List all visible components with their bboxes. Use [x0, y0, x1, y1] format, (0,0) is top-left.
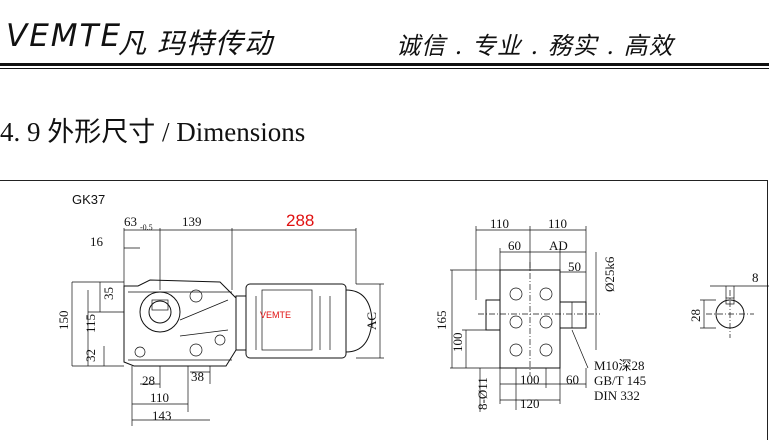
adapter-flange	[235, 295, 247, 351]
brand-chinese-name: 凡 玛特传动	[118, 27, 273, 60]
output-bore-outer	[139, 291, 181, 333]
dim-110-a: 110	[490, 216, 509, 231]
dim-16: 16	[90, 234, 104, 249]
dim-ad: AD	[549, 238, 568, 253]
section-title: 4. 9 外形尺寸 / Dimensions	[0, 117, 306, 147]
header-rule-thin	[0, 68, 769, 69]
dim-115: 115	[83, 314, 98, 333]
motor-body	[245, 283, 347, 359]
front-ext-left	[450, 269, 500, 412]
bolt-hole	[214, 334, 226, 346]
front-view: 110 110 60 AD 50 Ø25k6 165 100 8-Ø11 100…	[434, 216, 646, 412]
dim-ac: AC	[364, 312, 379, 330]
dim-lines-bottom	[131, 366, 211, 426]
flange-hole	[539, 315, 553, 329]
bolt-hole	[189, 343, 203, 357]
side-view: VEMTE 63 -0.5 139 288 16 150 115 35 32 A…	[56, 211, 384, 426]
output-shaft	[559, 301, 587, 329]
note-din: DIN 332	[594, 388, 640, 403]
dim-100-h: 100	[520, 372, 540, 387]
flange-hole	[539, 343, 553, 357]
dim-143: 143	[152, 408, 172, 423]
key-dim-28	[700, 299, 716, 329]
dim-165: 165	[434, 311, 449, 331]
front-boss	[485, 299, 501, 331]
dim-lines-vertical	[71, 282, 105, 366]
drawing-frame	[0, 180, 768, 440]
bolt-hole	[189, 289, 203, 303]
slogan: 诚信 . 专业 . 務实 . 高效	[396, 32, 674, 60]
dim-32: 32	[83, 349, 98, 362]
front-dim-left	[451, 270, 467, 368]
flange-hole	[539, 287, 553, 301]
note-gb: GB/T 145	[594, 373, 646, 388]
dim-50: 50	[568, 259, 581, 274]
note-leader	[571, 329, 589, 369]
keyway	[151, 299, 169, 311]
shaft-key-detail: 8 28	[688, 270, 769, 338]
flange-hole	[509, 287, 523, 301]
output-bore-inner	[148, 300, 172, 324]
dim-38: 38	[191, 369, 204, 384]
key-center-lines	[706, 290, 754, 338]
extension-lines-left	[72, 281, 124, 367]
dim-63: 63	[124, 214, 137, 229]
dim-288: 288	[286, 211, 314, 230]
dim-28: 28	[142, 373, 155, 388]
watermark: VEMTE	[260, 310, 291, 320]
dim-60: 60	[508, 238, 521, 253]
brand-logo: VEMTE	[6, 18, 123, 54]
key-dim-8	[710, 285, 769, 298]
terminal-box	[261, 289, 313, 351]
front-dim-top	[476, 229, 586, 273]
extension-lines	[123, 228, 357, 290]
center-lines	[478, 262, 600, 376]
dim-110-b: 110	[548, 216, 567, 231]
dim-139: 139	[182, 214, 202, 229]
dim-8: 8	[752, 270, 759, 285]
dim-60-b: 60	[566, 372, 579, 387]
dim-ac-lines	[356, 283, 384, 359]
bolt-hole	[134, 346, 146, 358]
dim-35: 35	[101, 287, 116, 300]
dim-holes: 8-Ø11	[475, 377, 490, 410]
dim-line-top	[124, 229, 232, 249]
motor-fins	[255, 296, 331, 350]
header-rule-thick	[0, 63, 769, 66]
note-thread: M10深28	[594, 358, 645, 373]
front-ext-top	[475, 226, 587, 302]
housing-ribs	[179, 299, 229, 337]
front-dim-bottom	[500, 383, 586, 401]
front-ext-bottom	[499, 368, 587, 410]
dim-tolerance: -0.5	[140, 223, 153, 232]
model-label: GK37	[72, 192, 105, 207]
header: VEMTE 凡 玛特传动 诚信 . 专业 . 務实 . 高效	[0, 0, 769, 64]
dim-shaft: Ø25k6	[602, 256, 617, 292]
flange-hole	[509, 315, 523, 329]
dim-28-key: 28	[688, 309, 703, 322]
dim-110: 110	[150, 390, 169, 405]
dim-120: 120	[520, 396, 540, 411]
dim-100-v: 100	[450, 333, 465, 353]
flange-hole	[509, 343, 523, 357]
gearbox-edges	[128, 291, 232, 361]
dim-150: 150	[56, 311, 71, 331]
gearbox-outline	[123, 279, 237, 367]
motor-fan-cover	[345, 289, 373, 353]
